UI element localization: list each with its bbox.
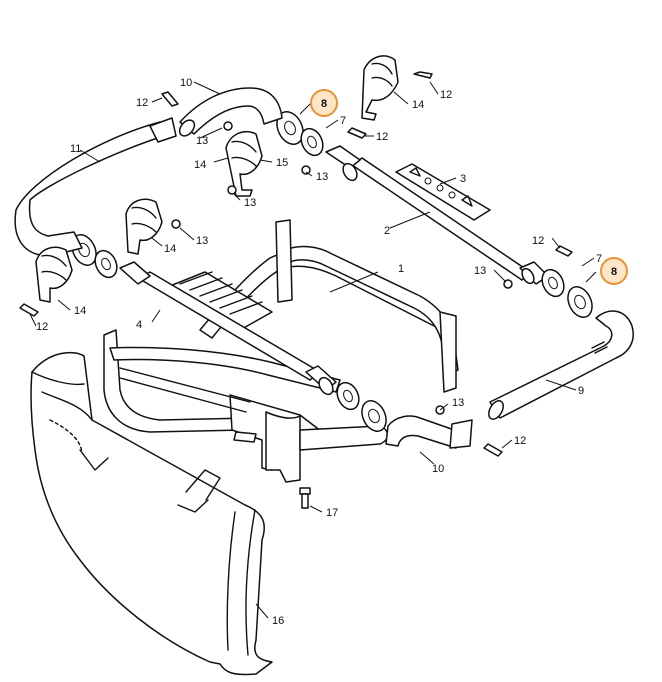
label-11: 11 xyxy=(70,143,81,155)
label-14-b: 14 xyxy=(194,159,206,171)
label-12-a: 12 xyxy=(136,97,148,109)
part-16-bag xyxy=(30,351,273,676)
part-13-nuts xyxy=(171,121,513,415)
part-14-clamp-left-lower xyxy=(35,246,73,303)
label-10-upper: 10 xyxy=(180,77,192,89)
label-3: 3 xyxy=(460,173,466,185)
bearing-upper-left xyxy=(276,111,324,157)
label-13-b: 13 xyxy=(244,197,256,209)
part-3-warning-label xyxy=(395,163,491,221)
label-14-a: 14 xyxy=(412,99,424,111)
label-4: 4 xyxy=(136,319,142,331)
part-14-clamp-center xyxy=(225,130,263,197)
part-10-upper-handle xyxy=(178,87,283,137)
part-1-frame xyxy=(103,219,459,483)
part-12-screws xyxy=(19,71,573,457)
part-14-clamp-left-upper xyxy=(125,198,163,255)
label-12-d: 12 xyxy=(532,235,544,247)
part-9-right-handle xyxy=(488,310,634,420)
frame-grille xyxy=(169,271,273,331)
bearing-lower-center xyxy=(336,381,387,432)
label-1: 1 xyxy=(398,263,404,275)
label-12-b: 12 xyxy=(440,89,452,101)
label-16: 16 xyxy=(272,615,284,627)
part-2-roller-shaft xyxy=(325,145,549,285)
label-17: 17 xyxy=(326,507,338,519)
label-9: 9 xyxy=(578,385,584,397)
leader-lines xyxy=(29,81,597,619)
label-8-upper: 8 xyxy=(321,98,327,110)
label-13-e: 13 xyxy=(474,265,486,277)
label-13-a: 13 xyxy=(196,135,208,147)
part-14-clamp-top-right xyxy=(361,55,399,121)
label-14-c: 14 xyxy=(164,243,176,255)
bearing-right-middle xyxy=(541,268,593,318)
part-11-left-handle xyxy=(14,117,177,257)
label-2: 2 xyxy=(384,225,390,237)
label-10-lower: 10 xyxy=(432,463,444,475)
callout-labels: 1 2 3 4 7 7 9 10 10 11 12 12 12 12 12 12… xyxy=(36,77,602,627)
callout-8-upper[interactable]: 8 xyxy=(310,89,338,117)
label-7-upper: 7 xyxy=(340,115,346,127)
label-7-right: 7 xyxy=(596,253,602,265)
label-12-e: 12 xyxy=(36,321,48,333)
part-17-screw xyxy=(299,487,311,509)
callout-8-right[interactable]: 8 xyxy=(600,257,628,285)
part-4-lower-shaft xyxy=(119,261,337,396)
label-12-f: 12 xyxy=(514,435,526,447)
label-12-c: 12 xyxy=(376,131,388,143)
part-10-lower-handle xyxy=(385,415,473,449)
label-13-f: 13 xyxy=(452,397,464,409)
label-14-d: 14 xyxy=(74,305,86,317)
label-13-d: 13 xyxy=(196,235,208,247)
label-15: 15 xyxy=(276,157,288,169)
label-13-c: 13 xyxy=(316,171,328,183)
label-8-right: 8 xyxy=(611,266,617,278)
